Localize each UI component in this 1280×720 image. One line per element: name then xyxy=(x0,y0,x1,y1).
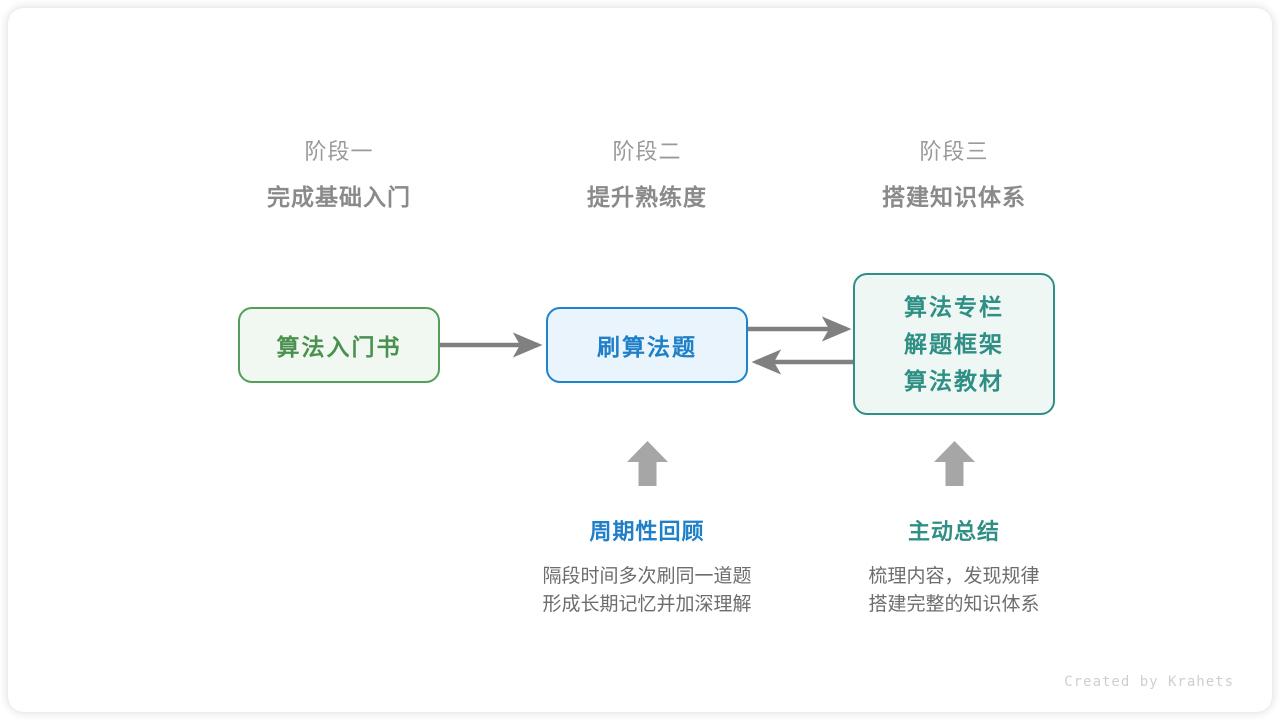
stage-title-3: 搭建知识体系 xyxy=(882,184,1026,210)
note-summary-body: 梳理内容，发现规律 搭建完整的知识体系 xyxy=(804,563,1104,619)
credit-watermark: Created by Krahets xyxy=(1064,674,1234,690)
note-periodic-review: 周期性回顾 隔段时间多次刷同一道题 形成长期记忆并加深理解 xyxy=(497,517,797,619)
note-active-summary: 主动总结 梳理内容，发现规律 搭建完整的知识体系 xyxy=(804,517,1104,619)
note-summary-line-2: 搭建完整的知识体系 xyxy=(868,594,1040,615)
arrow-review-up-icon xyxy=(627,441,668,486)
note-summary-line-1: 梳理内容，发现规律 xyxy=(868,566,1040,587)
arrow-summary-up-icon xyxy=(934,441,975,486)
note-review-title: 周期性回顾 xyxy=(589,519,705,544)
stage-title-1: 完成基础入门 xyxy=(267,184,411,210)
note-summary-title: 主动总结 xyxy=(907,519,1000,544)
note-review-body: 隔段时间多次刷同一道题 形成长期记忆并加深理解 xyxy=(497,563,797,619)
stage-title-2: 提升熟练度 xyxy=(587,184,707,210)
stage-header-1: 阶段一 完成基础入门 xyxy=(209,137,469,213)
stage-number-1: 阶段一 xyxy=(304,139,374,164)
diagram-canvas: 阶段一 完成基础入门 阶段二 提升熟练度 阶段三 搭建知识体系 xyxy=(8,8,1272,712)
node-knowledge-line-3: 算法教材 xyxy=(904,367,1004,394)
arrow-book-to-practice xyxy=(440,332,543,358)
stage-header-2: 阶段二 提升熟练度 xyxy=(517,137,777,213)
node-practice-problems[interactable]: 刷算法题 xyxy=(546,307,748,383)
stage-number-3: 阶段三 xyxy=(919,139,989,164)
node-knowledge-line-2: 解题框架 xyxy=(904,330,1004,357)
stage-number-2: 阶段二 xyxy=(612,139,682,164)
node-practice-label: 刷算法题 xyxy=(597,334,697,360)
node-knowledge-system[interactable]: 算法专栏 解题框架 算法教材 xyxy=(853,273,1055,415)
node-knowledge-line-1: 算法专栏 xyxy=(904,293,1004,320)
node-algorithm-intro-book[interactable]: 算法入门书 xyxy=(238,307,440,383)
note-review-line-1: 隔段时间多次刷同一道题 xyxy=(542,566,752,587)
arrow-practice-to-knowledge xyxy=(748,316,852,342)
note-review-line-2: 形成长期记忆并加深理解 xyxy=(542,594,752,615)
stage-header-3: 阶段三 搭建知识体系 xyxy=(824,137,1084,213)
arrow-knowledge-to-practice xyxy=(751,349,855,375)
node-book-label: 算法入门书 xyxy=(276,334,402,360)
